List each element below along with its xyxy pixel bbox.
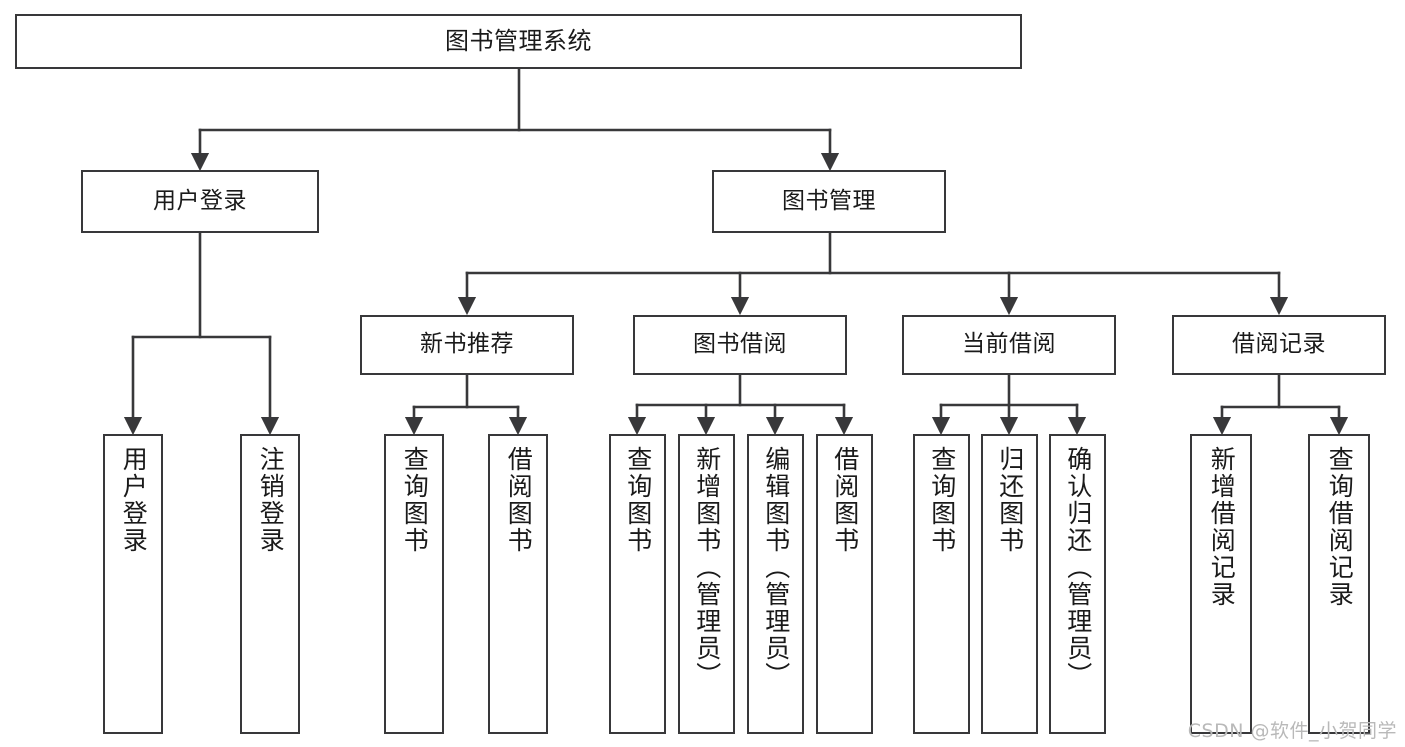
node-leaf-query-record[interactable]: 查询借阅记录 [1308,434,1370,734]
node-leaf-add-book-label: 新增图书（管理员） [692,446,722,689]
node-book-borrow-label: 图书借阅 [693,331,787,358]
node-user-login-label: 用户登录 [153,187,247,214]
node-leaf-query-book-3[interactable]: 查询图书 [913,434,970,734]
node-leaf-add-record[interactable]: 新增借阅记录 [1190,434,1252,734]
node-book-borrow[interactable]: 图书借阅 [633,315,847,375]
node-leaf-user-login[interactable]: 用户登录 [103,434,163,734]
node-current-borrow[interactable]: 当前借阅 [902,315,1116,375]
node-leaf-confirm-return-label: 确认归还（管理员） [1063,446,1093,689]
node-leaf-query-book-1[interactable]: 查询图书 [384,434,444,734]
node-new-book-rec-label: 新书推荐 [420,331,514,358]
csdn-watermark: CSDN @软件_小贺同学 [1187,720,1397,742]
node-leaf-query-book-3-label: 查询图书 [927,446,957,554]
node-leaf-borrow-book-2-label: 借阅图书 [830,446,860,554]
node-leaf-edit-book[interactable]: 编辑图书（管理员） [747,434,804,734]
node-leaf-confirm-return[interactable]: 确认归还（管理员） [1049,434,1106,734]
node-leaf-logout-login-label: 注销登录 [256,446,286,554]
node-leaf-add-record-label: 新增借阅记录 [1207,446,1237,608]
node-leaf-query-book-2-label: 查询图书 [623,446,653,554]
node-leaf-logout-login[interactable]: 注销登录 [240,434,300,734]
node-leaf-borrow-book-2[interactable]: 借阅图书 [816,434,873,734]
node-borrow-record[interactable]: 借阅记录 [1172,315,1386,375]
node-book-manage[interactable]: 图书管理 [712,170,946,233]
node-book-manage-label: 图书管理 [782,187,876,214]
node-leaf-borrow-book-1-label: 借阅图书 [504,446,534,554]
node-borrow-record-label: 借阅记录 [1232,331,1326,358]
node-leaf-query-book-2[interactable]: 查询图书 [609,434,666,734]
node-user-login[interactable]: 用户登录 [81,170,319,233]
node-leaf-edit-book-label: 编辑图书（管理员） [761,446,791,689]
node-leaf-return-book[interactable]: 归还图书 [981,434,1038,734]
node-leaf-query-record-label: 查询借阅记录 [1325,446,1355,608]
node-leaf-query-book-1-label: 查询图书 [400,446,430,554]
node-root[interactable]: 图书管理系统 [15,14,1022,69]
node-leaf-borrow-book-1[interactable]: 借阅图书 [488,434,548,734]
node-leaf-add-book[interactable]: 新增图书（管理员） [678,434,735,734]
node-current-borrow-label: 当前借阅 [962,331,1056,358]
node-new-book-rec[interactable]: 新书推荐 [360,315,574,375]
node-leaf-return-book-label: 归还图书 [995,446,1025,554]
node-leaf-user-login-label: 用户登录 [119,446,149,554]
node-root-label: 图书管理系统 [445,27,592,56]
